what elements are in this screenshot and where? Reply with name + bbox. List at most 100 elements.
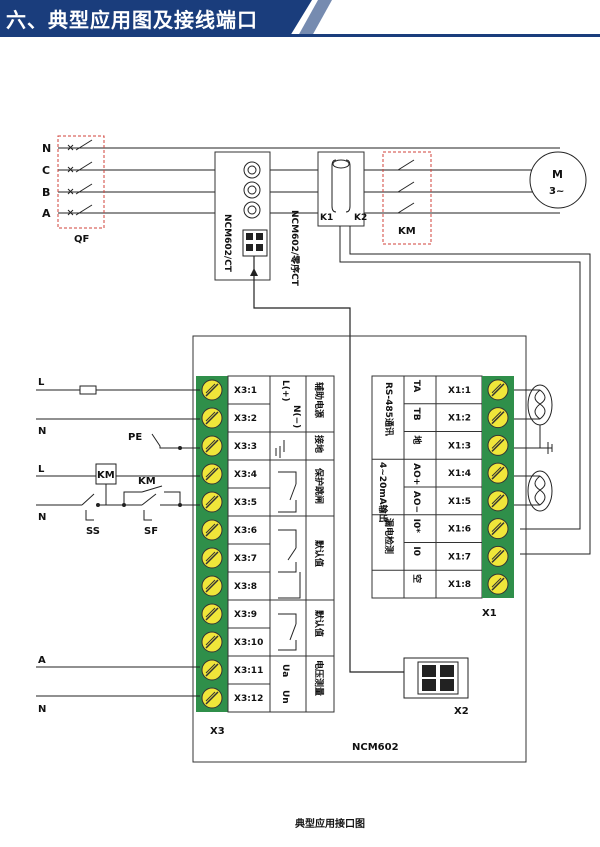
ct-cable [253, 256, 404, 673]
x3-terminal-label: X3:12 [234, 694, 263, 704]
x3-terminal-label: X3:3 [234, 442, 257, 452]
x3-trip-contact [278, 471, 297, 513]
x1-screw-terminal [487, 518, 509, 540]
ct-connector [242, 229, 268, 257]
x1-label: X1 [482, 608, 497, 619]
contactor-label: KM [398, 226, 416, 237]
x3-terminal-label: X3:4 [234, 470, 257, 480]
x3-screw-terminal [201, 407, 223, 429]
x1-block: X1:1X1:2X1:3X1:4X1:5X1:6X1:7X1:8 TATB地AO… [371, 375, 514, 619]
wire-label-l1: L [38, 377, 45, 388]
x3-screw-terminal [201, 519, 223, 541]
x3-func-voltage: 电压测量 [313, 660, 325, 696]
left-wiring [36, 385, 200, 697]
motor: M 3~ [529, 151, 587, 209]
x3-screw-terminal [201, 687, 223, 709]
x1-terminal-label: X1:6 [448, 525, 471, 535]
x1-terminal-label: X1:4 [448, 469, 471, 479]
wire-label-km-contact: KM [138, 476, 156, 487]
motor-name: M [552, 168, 563, 181]
x3-screw-terminal [201, 463, 223, 485]
wire-label-pe: PE [128, 432, 142, 443]
wire-label-n1: N [38, 426, 46, 437]
wire-label-a: A [38, 655, 46, 666]
x1-terminal-label: X1:8 [448, 580, 471, 590]
x2-connector: X2 [403, 657, 469, 717]
bus-label-a: A [42, 207, 51, 220]
x1-signal-label: TA [411, 380, 421, 392]
breaker-label: QF [74, 234, 89, 245]
x3-screw-terminal [201, 603, 223, 625]
x1-func-4-20ma: 4~20mA输出 [377, 462, 389, 523]
x1-screw-terminal [487, 490, 509, 512]
zero-ct-label: NCM602/零序CT [289, 210, 301, 287]
bus-lines [58, 147, 560, 214]
x3-sig-un: Un [280, 690, 290, 704]
x1-terminal-label: X1:1 [448, 386, 471, 396]
x3-terminal-label: X3:10 [234, 638, 263, 648]
x3-terminal-label: X3:5 [234, 498, 257, 508]
k1-label: K1 [320, 213, 333, 223]
x3-terminal-label: X3:7 [234, 554, 257, 564]
x3-screw-terminal [201, 491, 223, 513]
x3-default-contact-1 [278, 529, 301, 599]
bus-label-n: N [42, 142, 51, 155]
x1-screw-terminal [487, 407, 509, 429]
x3-screw-terminal [201, 659, 223, 681]
device-outline [192, 335, 527, 763]
x3-func-ground: 接地 [313, 435, 325, 453]
k-wires [339, 226, 591, 555]
x3-block: X3:1X3:2X3:3X3:4X3:5X3:6X3:7X3:8X3:9X3:1… [196, 375, 335, 737]
x3-func-default-2: 默认值 [313, 610, 325, 637]
x1-screw-terminal [487, 434, 509, 456]
contactor-km: KM [382, 151, 432, 245]
wire-label-ss: SS [86, 526, 100, 537]
x3-func-default-1: 默认值 [313, 540, 325, 567]
x3-screw-terminal [201, 547, 223, 569]
motor-type: 3~ [549, 186, 564, 197]
breaker-qf: QF [57, 135, 105, 245]
wire-label-n2: N [38, 512, 46, 523]
x1-screw-terminal [487, 545, 509, 567]
x2-label: X2 [454, 706, 469, 717]
x3-terminal-label: X3:9 [234, 610, 257, 620]
k2-label: K2 [354, 213, 367, 223]
x3-label: X3 [210, 726, 225, 737]
x1-signal-label: I0* [411, 519, 421, 534]
x3-terminal-label: X3:11 [234, 666, 263, 676]
x1-screw-terminal [487, 573, 509, 595]
page-title: 六、典型应用图及接线端口 [6, 8, 258, 32]
wire-label-n3: N [38, 704, 46, 715]
x3-terminal-label: X3:2 [234, 414, 257, 424]
x3-screw-terminal [201, 631, 223, 653]
x3-screw-terminal [201, 575, 223, 597]
x1-signal-label: I0 [411, 546, 421, 556]
x3-sig-lplus: L(+) [280, 380, 290, 402]
ct-label: NCM602/CT [222, 214, 232, 273]
wire-label-sf: SF [144, 526, 158, 537]
x3-default-contact-2 [278, 613, 297, 651]
diagram-caption: 典型应用接口图 [295, 819, 365, 830]
x3-ground-symbol [275, 440, 285, 458]
left-wiring-dots [96, 446, 182, 507]
device-model: NCM602 [352, 742, 399, 753]
x1-func-leak: 漏电检测 [383, 518, 395, 554]
wire-label-km-coil: KM [97, 470, 115, 481]
x3-terminal-label: X3:1 [234, 386, 257, 396]
x1-func-rs485: RS-485通讯 [383, 382, 395, 436]
x1-signal-label: 地 [411, 435, 423, 444]
x1-signal-label: AO+ [411, 463, 421, 485]
wire-label-l2: L [38, 464, 45, 475]
header: 六、典型应用图及接线端口 [0, 0, 600, 38]
x3-terminal-label: X3:8 [234, 582, 257, 592]
x1-terminal-label: X1:7 [448, 552, 471, 562]
x1-screw-terminal [487, 379, 509, 401]
x1-screw-terminal [487, 462, 509, 484]
bus-label-c: C [42, 164, 50, 177]
x1-terminal-label: X1:2 [448, 414, 471, 424]
x3-terminal-label: X3:6 [234, 526, 257, 536]
header-banner [0, 0, 600, 37]
x1-terminal-label: X1:3 [448, 441, 471, 451]
x3-sig-nminus: N(−) [291, 405, 301, 428]
